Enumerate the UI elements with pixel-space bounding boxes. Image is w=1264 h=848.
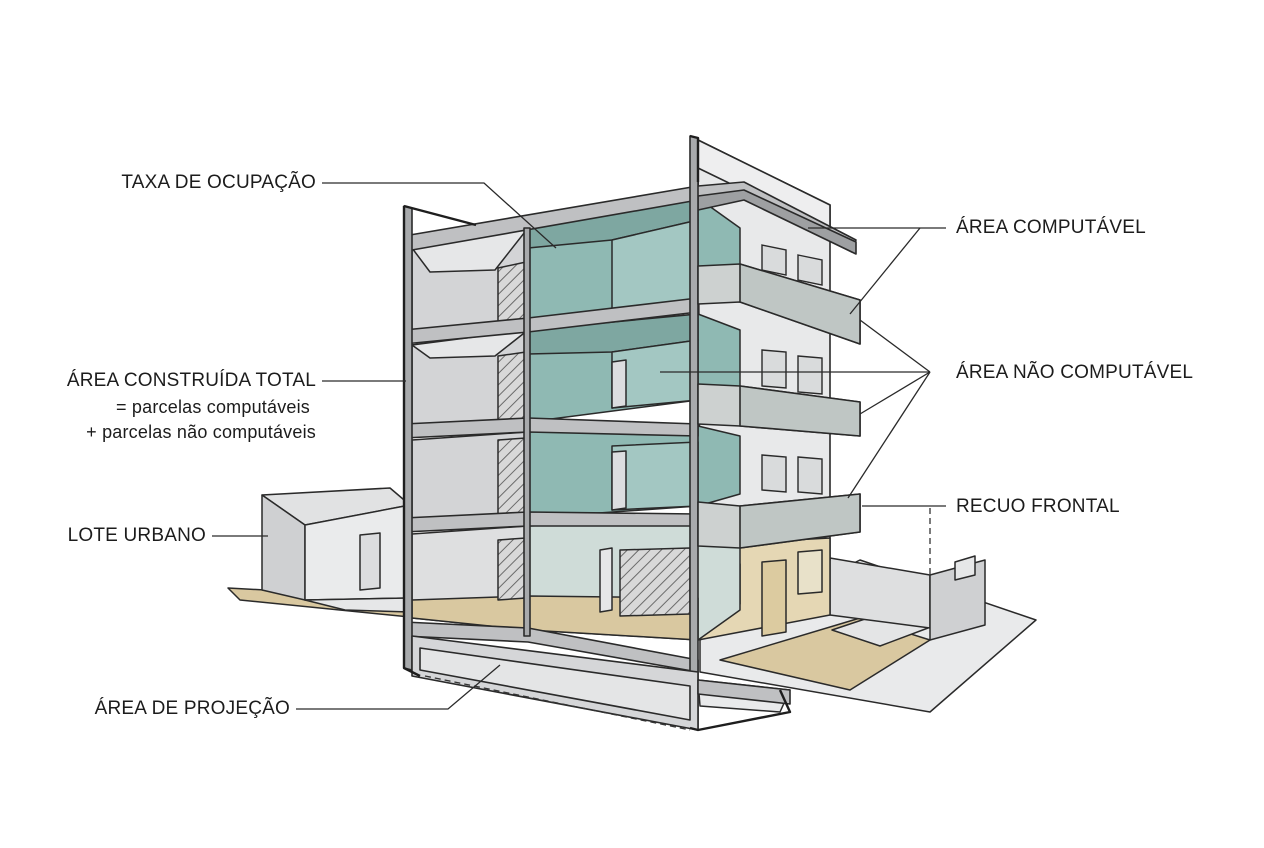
facade-windows bbox=[761, 244, 823, 495]
leader-area-projecao bbox=[296, 664, 501, 710]
leader-taxa-ocupacao bbox=[322, 182, 557, 249]
leader-nao-computavel-2 bbox=[859, 371, 931, 415]
leader-area-computavel-2 bbox=[849, 227, 921, 315]
label-recuo-frontal: RECUO FRONTAL bbox=[956, 496, 1120, 517]
label-area-construida-total: ÁREA CONSTRUÍDA TOTAL bbox=[66, 370, 316, 391]
contour bbox=[402, 134, 792, 732]
label-parcelas-computaveis: = parcelas computáveis bbox=[116, 397, 310, 417]
courtyard-walls bbox=[829, 555, 986, 641]
projection-dashed-line bbox=[424, 675, 691, 731]
leader-nao-computavel-3 bbox=[859, 319, 931, 373]
label-area-projecao: ÁREA DE PROJEÇÃO bbox=[94, 698, 290, 719]
label-taxa-ocupacao: TAXA DE OCUPAÇÃO bbox=[121, 172, 316, 193]
leader-nao-computavel-4 bbox=[847, 371, 931, 499]
label-lote-urbano: LOTE URBANO bbox=[67, 525, 206, 546]
leader-lines bbox=[212, 182, 946, 710]
label-parcelas-nao-computaveis: + parcelas não computáveis bbox=[86, 422, 316, 442]
neighbor-house bbox=[261, 487, 411, 613]
left-bays bbox=[411, 227, 529, 631]
label-area-nao-computavel: ÁREA NÃO COMPUTÁVEL bbox=[956, 362, 1194, 383]
label-area-computavel: ÁREA COMPUTÁVEL bbox=[956, 217, 1146, 238]
balconies bbox=[697, 263, 861, 549]
